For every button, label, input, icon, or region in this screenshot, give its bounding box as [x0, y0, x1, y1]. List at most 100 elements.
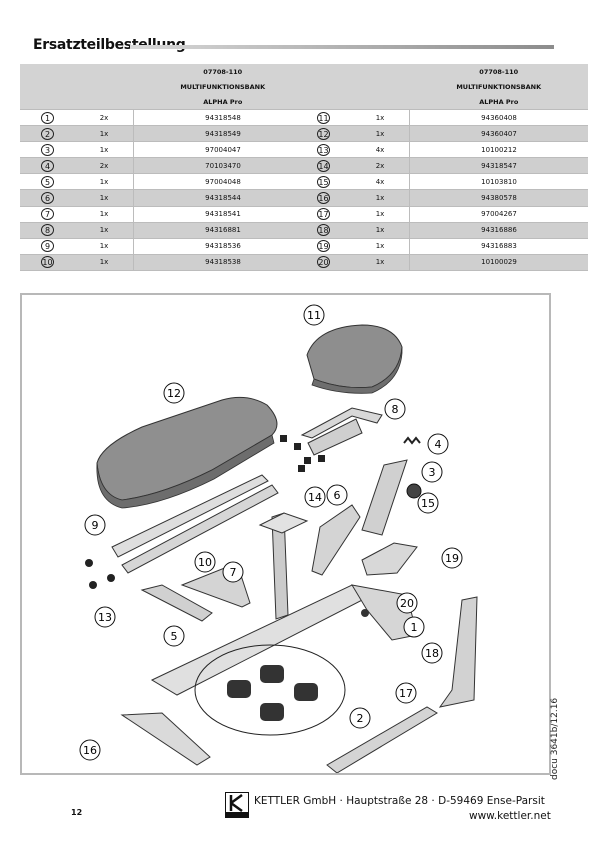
callout-label: 9	[92, 519, 99, 532]
position-number: 13	[317, 143, 330, 156]
callout-label: 15	[421, 497, 435, 510]
company-website[interactable]: www.kettler.net	[469, 810, 551, 822]
article-number: 94360407	[409, 125, 588, 143]
quantity: 1x	[75, 141, 134, 159]
upright-18-part	[438, 596, 478, 708]
table-header-row: ALPHA Pro	[296, 94, 588, 110]
document-code: docu 3641b/12.16	[550, 697, 560, 780]
callout-label: 1	[411, 621, 418, 634]
article-number: 70103470	[133, 157, 312, 175]
position-number: 17	[317, 208, 330, 221]
quantity: 1x	[75, 189, 134, 207]
article-number: 94318547	[409, 157, 588, 175]
quantity: 1x	[75, 221, 134, 239]
article-number: 97004267	[409, 205, 588, 223]
article-number: 94318544	[133, 189, 312, 207]
quantity: 1x	[351, 205, 410, 223]
article-number: 94318549	[133, 125, 312, 143]
position-number: 19	[317, 240, 330, 253]
callout-13: 13	[94, 606, 116, 628]
position-number: 2	[41, 127, 54, 140]
model-number: 07708-110	[409, 64, 588, 79]
position-number: 9	[41, 240, 54, 253]
callout-1: 1	[403, 616, 425, 638]
article-number: 94316886	[409, 221, 588, 239]
callout-label: 8	[392, 403, 399, 416]
position-number: 6	[41, 192, 54, 205]
callout-4: 4	[427, 433, 449, 455]
company-address: KETTLER GmbH · Hauptstraße 28 · D-59469 …	[254, 795, 545, 807]
quantity: 1x	[351, 108, 410, 127]
title-rule	[130, 45, 554, 49]
callout-12: 12	[163, 382, 185, 404]
quantity: 4x	[351, 173, 410, 191]
article-number: 10100212	[409, 141, 588, 159]
article-number: 94318538	[133, 253, 312, 271]
callout-3: 3	[421, 461, 443, 483]
callout-2: 2	[349, 707, 371, 729]
quantity: 1x	[75, 237, 134, 255]
model-variant: ALPHA Pro	[133, 94, 312, 110]
quantity: 1x	[351, 237, 410, 255]
callout-20: 20	[396, 592, 418, 614]
callout-label: 3	[429, 466, 436, 479]
callout-7: 7	[222, 561, 244, 583]
table-header-row: MULTIFUNKTIONSBANK	[20, 79, 312, 94]
quantity: 2x	[75, 108, 134, 127]
callout-label: 18	[425, 647, 439, 660]
position-number: 7	[41, 208, 54, 221]
tube-part	[111, 474, 269, 558]
page-number: 12	[71, 808, 83, 817]
quantity: 1x	[75, 205, 134, 223]
quantity: 1x	[351, 189, 410, 207]
quantity: 1x	[75, 125, 134, 143]
article-number: 94360408	[409, 108, 588, 127]
model-variant: ALPHA Pro	[409, 94, 588, 110]
page-title: Ersatzteilbestellung	[33, 37, 186, 53]
callout-label: 13	[98, 611, 112, 624]
position-number: 20	[317, 256, 330, 269]
strap-part	[361, 459, 408, 536]
article-number: 10100029	[409, 253, 588, 271]
position-number: 3	[41, 143, 54, 156]
callout-label: 19	[445, 552, 459, 565]
quantity: 1x	[75, 253, 134, 271]
position-number: 15	[317, 175, 330, 188]
callout-label: 5	[171, 630, 178, 643]
callout-8: 8	[384, 398, 406, 420]
callout-label: 11	[307, 309, 321, 322]
model-name: MULTIFUNKTIONSBANK	[133, 79, 312, 94]
callout-18: 18	[421, 642, 443, 664]
callout-label: 6	[334, 489, 341, 502]
position-number: 10	[41, 256, 54, 269]
article-number: 94318541	[133, 205, 312, 223]
position-number: 5	[41, 175, 54, 188]
callout-label: 2	[357, 712, 364, 725]
article-number: 97004048	[133, 173, 312, 191]
article-number: 94380578	[409, 189, 588, 207]
position-number: 11	[317, 111, 330, 124]
article-number: 94318536	[133, 237, 312, 255]
table-header-row: MULTIFUNKTIONSBANK	[296, 79, 588, 94]
callout-label: 4	[435, 438, 442, 451]
callout-label: 10	[198, 556, 212, 569]
callout-9: 9	[84, 514, 106, 536]
callout-label: 7	[230, 566, 237, 579]
quantity: 4x	[351, 141, 410, 159]
position-number: 1	[41, 111, 54, 124]
